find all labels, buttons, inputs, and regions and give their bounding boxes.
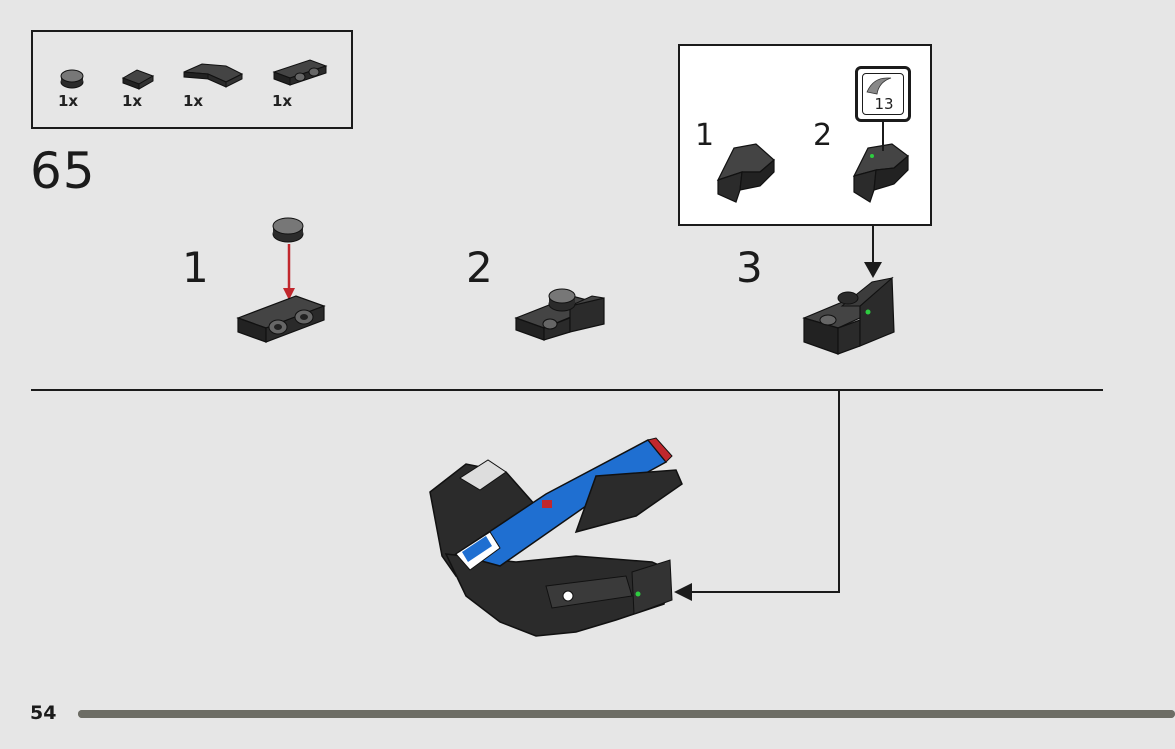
callout-wedge-plate [716,143,775,203]
part-bracket [272,59,328,86]
substep-1-bracket [236,295,326,343]
section-divider [31,389,1103,391]
part-round-plate [60,69,84,89]
sticker-number: 13 [874,95,894,113]
pointer-arrow-icon [674,390,840,601]
part-quantity: 1x [58,92,79,110]
substep-number: 3 [736,243,763,292]
substep-number: 1 [182,243,209,292]
part-quantity: 1x [122,92,143,110]
sticker-sheet-icon: 13 [862,73,904,115]
part-quantity: 1x [272,92,293,110]
car-model-assembly [429,437,683,637]
arrow-down-icon [283,244,295,300]
part-quantity: 1x [183,92,204,110]
progress-bar-fill [78,710,1175,718]
substep-1-round-plate [272,217,304,243]
progress-bar [78,710,1175,718]
substep-number: 2 [466,243,493,292]
step-number: 65 [30,142,96,200]
pointer-arrow-icon [864,224,882,278]
callout-wedge-with-sticker [852,143,909,203]
substep-2-assembly [514,288,605,341]
part-tile [121,69,155,90]
part-wedge-plate [183,63,244,88]
callout-substep-number: 1 [695,118,715,153]
callout-substep-number: 2 [813,118,833,153]
substep-3-assembly [802,276,895,355]
sticker-indicator: 13 [855,66,911,122]
page-number: 54 [30,702,57,724]
sticker-connector-line [882,121,884,151]
